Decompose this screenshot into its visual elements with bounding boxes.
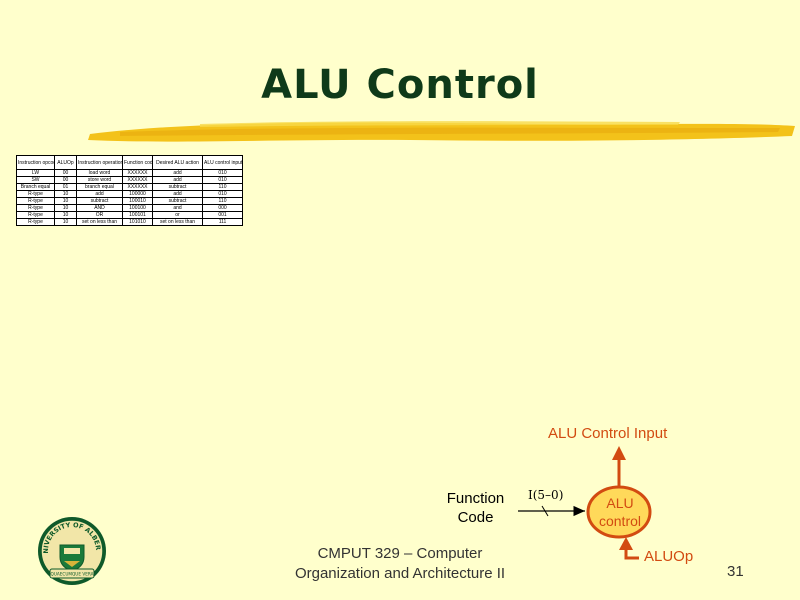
table-cell: 111 (202, 218, 243, 226)
table-row: R-type 10 set on less than 101010 set on… (16, 218, 243, 226)
upward-output-arrow (612, 446, 626, 486)
function-code-label-line2: Code (457, 509, 494, 526)
aluop-label: ALUOp (644, 548, 694, 565)
table-row: R-type 10 subtract 100010 subtract 110 (16, 197, 243, 205)
aluop-input-arrow (619, 537, 639, 560)
table-row: SW 00 store word XXXXXX add 010 (16, 176, 243, 184)
title-underline-brush-stroke (88, 121, 795, 142)
university-of-alberta-seal-icon: UNIVERSITY OF ALBERTA QUAECUMQUE VERA (36, 515, 106, 585)
function-code-label-line1: Function (446, 490, 505, 507)
course-footer-line1: CMPUT 329 – Computer (317, 545, 483, 562)
alu-control-oval-label: ALU control (590, 494, 650, 530)
alu-control-input-label: ALU Control Input (548, 425, 668, 442)
oval-label-line1: ALU (606, 495, 634, 511)
function-bits-label: I(5–0) (528, 488, 564, 502)
bits-bus-slash (541, 505, 549, 517)
slide-title: ALU Control (261, 62, 539, 108)
course-footer: CMPUT 329 – Computer Organization and Ar… (250, 544, 550, 584)
alu-control-oval (586, 485, 652, 539)
course-footer-line2: Organization and Architecture II (294, 565, 506, 582)
seal-motto-text: QUAECUMQUE VERA (51, 572, 94, 577)
alu-control-table: Instruction opcode ALUOp Instruction ope… (16, 155, 243, 226)
oval-label-line2: control (598, 513, 642, 529)
page-number: 31 (727, 563, 744, 580)
table-header-cell: ALU control input (202, 155, 243, 170)
function-code-label: Function Code (438, 489, 513, 527)
